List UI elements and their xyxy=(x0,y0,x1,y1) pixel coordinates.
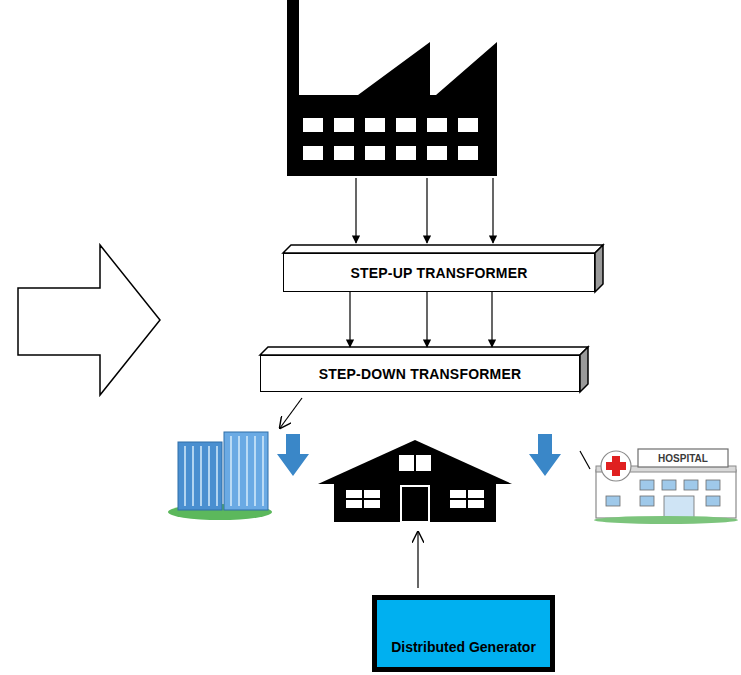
house-icon xyxy=(318,440,512,522)
window-bar xyxy=(346,498,380,500)
window-strip xyxy=(238,436,240,506)
window-strip xyxy=(184,446,186,506)
window-strip xyxy=(192,446,194,506)
window xyxy=(640,496,654,506)
supply-arrow xyxy=(492,178,493,243)
connectors xyxy=(350,292,492,347)
window xyxy=(458,118,478,132)
hospital-icon xyxy=(580,449,738,524)
window-bar xyxy=(450,498,484,500)
connector-arrow xyxy=(426,292,427,347)
window-strip xyxy=(208,446,210,506)
window xyxy=(334,146,354,160)
window xyxy=(706,496,720,506)
bar-faces xyxy=(260,245,603,392)
block-arrow xyxy=(529,434,561,476)
window-bar xyxy=(414,455,416,471)
cross-badge xyxy=(601,451,631,481)
window xyxy=(399,455,431,471)
window xyxy=(334,118,354,132)
bar-top-face xyxy=(260,347,588,355)
window-strip xyxy=(216,446,218,506)
window xyxy=(427,118,447,132)
window xyxy=(427,146,447,160)
door xyxy=(401,486,429,522)
supply-arrow xyxy=(417,532,418,588)
red-cross xyxy=(606,462,626,470)
hospital-windows xyxy=(606,480,720,506)
window xyxy=(303,118,323,132)
node-text: STEP-DOWN TRANSFORMER xyxy=(319,366,522,382)
factory-body xyxy=(287,0,497,176)
leader-line xyxy=(580,451,590,469)
window xyxy=(396,146,416,160)
hollow-arrow xyxy=(18,245,160,395)
bar-side-face xyxy=(580,347,588,392)
tower xyxy=(224,432,268,510)
roof xyxy=(318,440,512,484)
window xyxy=(706,480,720,490)
feed-arrow xyxy=(280,398,302,428)
window xyxy=(303,146,323,160)
supply-arrow xyxy=(426,178,427,243)
block-arrow xyxy=(277,434,309,476)
node-text: Distributed Generator xyxy=(391,639,536,655)
transformer-box: STEP-UP TRANSFORMER xyxy=(283,253,595,292)
window-strip xyxy=(246,436,248,506)
factory-icon xyxy=(287,0,497,176)
office-building xyxy=(168,432,272,520)
hospital-sign xyxy=(638,449,728,467)
tower-windows xyxy=(185,436,263,506)
window-strip xyxy=(230,436,232,506)
window xyxy=(606,496,620,506)
bar-top-face xyxy=(283,245,603,253)
tower xyxy=(178,442,222,510)
transformer-box: STEP-DOWN TRANSFORMER xyxy=(260,355,580,392)
sign-text: HOSPITAL xyxy=(638,449,728,467)
window xyxy=(396,118,416,132)
window xyxy=(346,490,380,508)
window-strip xyxy=(200,446,202,506)
factory-windows xyxy=(303,118,478,160)
entrance xyxy=(664,496,694,518)
window xyxy=(365,118,385,132)
window-strip xyxy=(262,436,264,506)
house-body xyxy=(334,478,496,522)
window xyxy=(450,490,484,508)
supply-arrow xyxy=(355,178,356,243)
connector-arrow xyxy=(491,292,492,347)
generator-box: Distributed Generator xyxy=(372,595,555,672)
node-text: STEP-UP TRANSFORMER xyxy=(351,265,528,281)
window xyxy=(684,480,698,490)
connector-arrow xyxy=(349,292,350,347)
window xyxy=(458,146,478,160)
window xyxy=(662,480,676,490)
supply-arrows xyxy=(356,178,493,243)
lawn xyxy=(594,516,738,524)
bar-side-face xyxy=(595,245,603,292)
window xyxy=(640,480,654,490)
window xyxy=(365,146,385,160)
window-strip xyxy=(254,436,256,506)
